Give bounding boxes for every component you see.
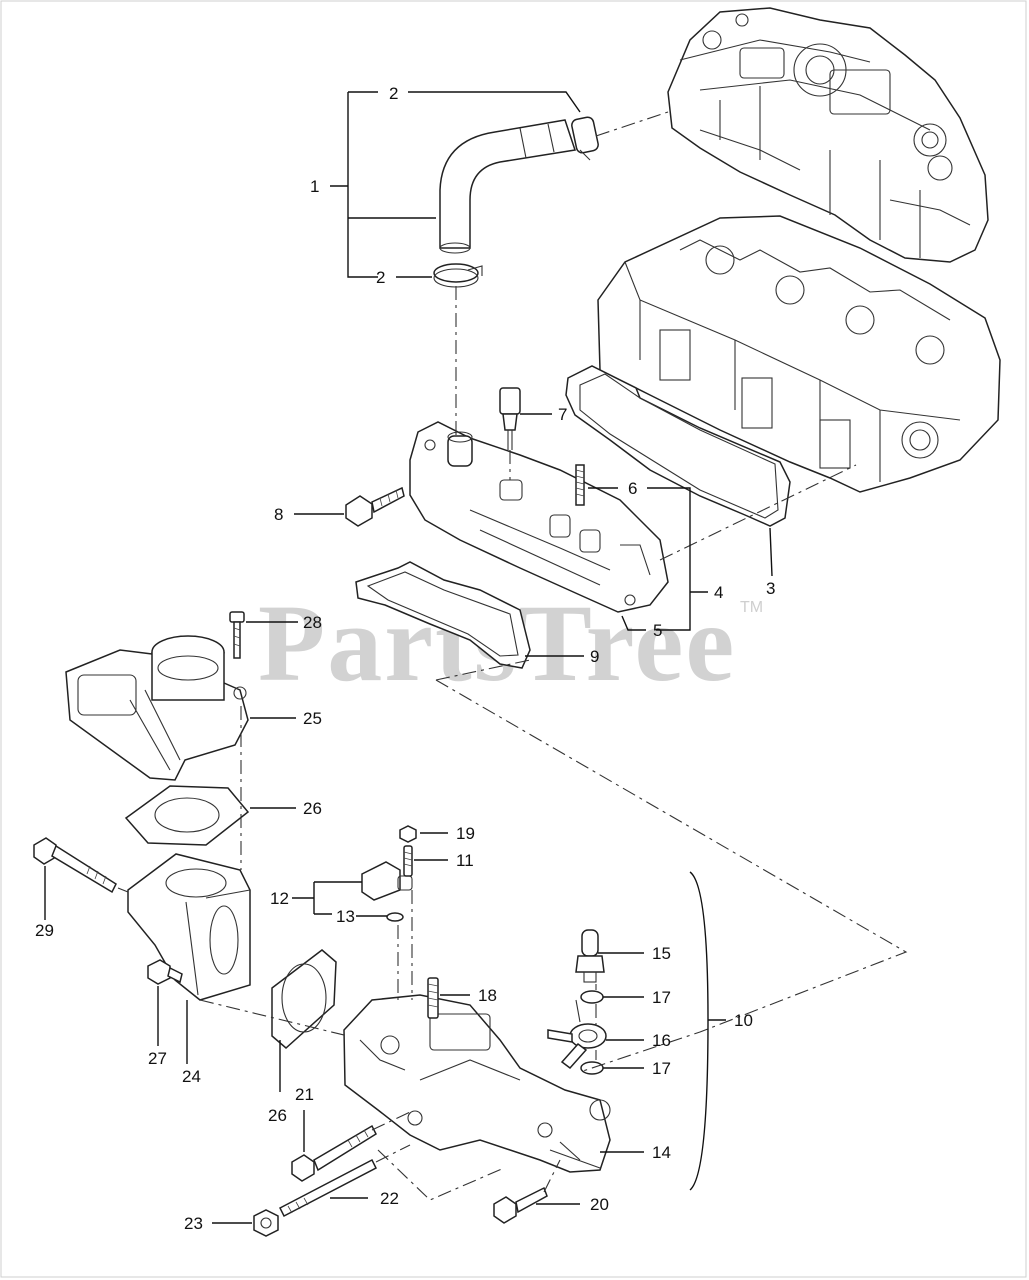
callout-20: 20	[590, 1195, 609, 1214]
callout-21: 21	[295, 1085, 314, 1104]
throttle-gasket-upper[interactable]	[124, 785, 250, 846]
nut-19[interactable]	[399, 825, 417, 843]
callout-9: 9	[590, 647, 599, 666]
hose-fitting-15[interactable]	[575, 929, 605, 983]
bolt-27[interactable]	[147, 959, 183, 985]
callout-26-upper: 26	[303, 799, 322, 818]
stud-6[interactable]	[575, 464, 585, 506]
hose-clamp-lower[interactable]	[433, 263, 483, 288]
throttle-body[interactable]	[65, 635, 249, 781]
valve-cover[interactable]	[667, 7, 989, 263]
manifold-gasket-9[interactable]	[355, 561, 531, 669]
callout-11: 11	[456, 851, 474, 870]
bolt-8[interactable]	[345, 486, 405, 527]
bolt-21[interactable]	[291, 1124, 377, 1182]
intake-manifold[interactable]	[409, 421, 669, 613]
bolt-22[interactable]	[278, 1158, 378, 1218]
callout-19: 19	[456, 824, 475, 843]
callout-4: 4	[714, 583, 723, 602]
callout-3: 3	[766, 579, 775, 598]
callout-14: 14	[652, 1143, 671, 1162]
callout-13: 13	[336, 907, 355, 926]
intake-manifold-lower[interactable]	[343, 994, 611, 1173]
callout-10: 10	[734, 1011, 753, 1030]
callout-7: 7	[558, 405, 567, 424]
alignment-lines	[117, 111, 908, 1201]
callout-17-upper: 17	[652, 988, 671, 1007]
bolt-20[interactable]	[493, 1186, 548, 1224]
callout-8: 8	[274, 505, 283, 524]
callout-26-lower: 26	[268, 1106, 287, 1125]
callout-28: 28	[303, 613, 322, 632]
temperature-sensor[interactable]	[499, 387, 521, 450]
callout-25: 25	[303, 709, 322, 728]
leader-lines	[44, 91, 773, 1224]
callout-18: 18	[478, 986, 497, 1005]
breather-hose[interactable]	[439, 119, 576, 254]
callout-5: 5	[653, 621, 662, 640]
callout-24: 24	[182, 1067, 201, 1086]
hose-clamp-upper[interactable]	[571, 116, 600, 161]
intake-elbow[interactable]	[127, 853, 251, 1001]
callout-2-lower: 2	[376, 268, 385, 287]
screw-11[interactable]	[403, 845, 413, 877]
bolt-29[interactable]	[33, 837, 117, 894]
callout-23: 23	[184, 1214, 203, 1233]
o-ring-13[interactable]	[386, 912, 404, 922]
callout-12: 12	[270, 889, 289, 908]
callout-15: 15	[652, 944, 671, 963]
callout-17-lower: 17	[652, 1059, 671, 1078]
cylinder-head[interactable]	[597, 215, 1001, 493]
throttle-gasket-lower[interactable]	[271, 949, 337, 1049]
callout-labels: 2 1 2 7 6 8 3 4 5 28 9 25 26 19 11 12 13…	[35, 84, 775, 1233]
fitting-16[interactable]	[547, 999, 607, 1070]
callout-2-upper: 2	[389, 84, 398, 103]
watermark-tm: TM	[740, 599, 763, 616]
stud-18[interactable]	[427, 977, 439, 1019]
nut-23[interactable]	[253, 1209, 279, 1237]
manifold-gasket-3[interactable]	[565, 365, 791, 527]
callout-29: 29	[35, 921, 54, 940]
callout-27: 27	[148, 1049, 167, 1068]
sealing-washer-upper[interactable]	[580, 990, 604, 1004]
callout-22: 22	[380, 1189, 399, 1208]
callout-16: 16	[652, 1031, 671, 1050]
callout-6: 6	[628, 479, 637, 498]
screw-28[interactable]	[229, 611, 245, 659]
callout-1: 1	[310, 177, 319, 196]
